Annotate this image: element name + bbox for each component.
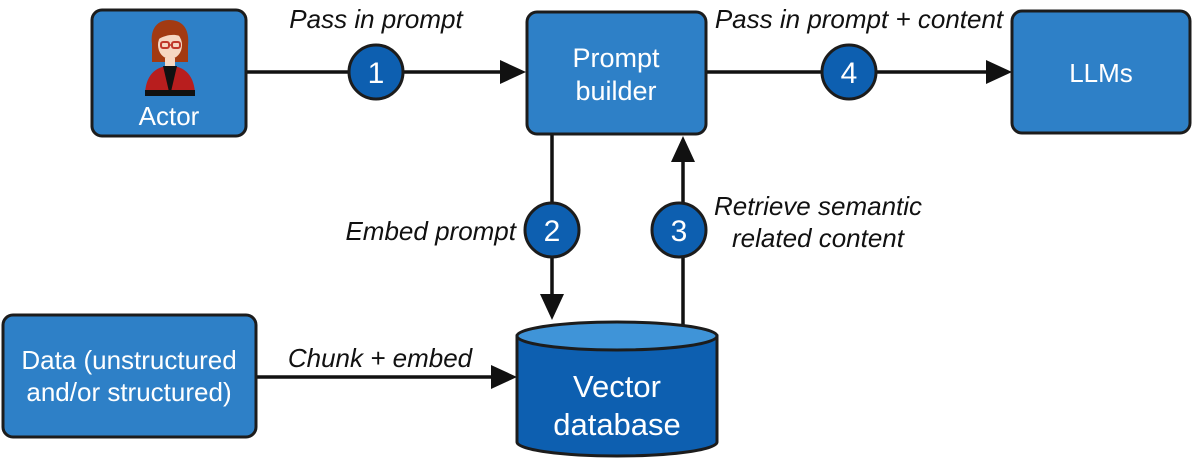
step-1: 1 (347, 43, 405, 101)
actor-label: Actor (139, 101, 200, 131)
step-1-label: 1 (368, 57, 385, 90)
arrowhead-data-to-vector-db (491, 365, 517, 389)
vector-db-label-line2: database (553, 407, 681, 442)
person-with-glasses-icon (145, 20, 195, 96)
data-node: Data (unstructured and/or structured) (1, 313, 258, 439)
edge-label-retrieve-line2: related content (732, 223, 906, 253)
arrowhead-actor-to-prompt-builder (500, 60, 526, 84)
edge-label-embed-prompt: Embed prompt (345, 216, 517, 246)
edge-label-pass-in-prompt: Pass in prompt (289, 4, 464, 34)
prompt-builder-node: Prompt builder (525, 10, 708, 136)
vector-db-label-line1: Vector (573, 369, 661, 404)
step-4: 4 (820, 43, 878, 101)
prompt-builder-label-line2: builder (575, 76, 656, 106)
edge-label-pass-in-prompt-content: Pass in prompt + content (715, 4, 1005, 34)
step-2-label: 2 (544, 215, 561, 248)
data-label-line2: and/or structured) (26, 377, 231, 407)
edge-label-chunk-embed: Chunk + embed (288, 343, 474, 373)
llms-node: LLMs (1010, 9, 1192, 135)
step-2: 2 (523, 201, 581, 259)
arrowhead-prompt-builder-to-vector-db (540, 294, 564, 320)
step-3: 3 (650, 201, 708, 259)
step-3-label: 3 (671, 215, 688, 248)
arrowhead-vector-db-to-prompt-builder (671, 136, 695, 162)
actor-node: Actor (90, 8, 248, 138)
step-4-label: 4 (841, 57, 858, 90)
arrowhead-prompt-builder-to-llms (986, 60, 1012, 84)
vector-database-node: Vector database (515, 320, 719, 458)
watermark-text: 掘金技术社区 @ 数据智能老司机 (856, 422, 1178, 447)
edge-label-retrieve-line1: Retrieve semantic (714, 191, 922, 221)
prompt-builder-label-line1: Prompt (572, 43, 660, 73)
data-label-line1: Data (unstructured (21, 345, 236, 375)
llms-label: LLMs (1069, 58, 1133, 88)
